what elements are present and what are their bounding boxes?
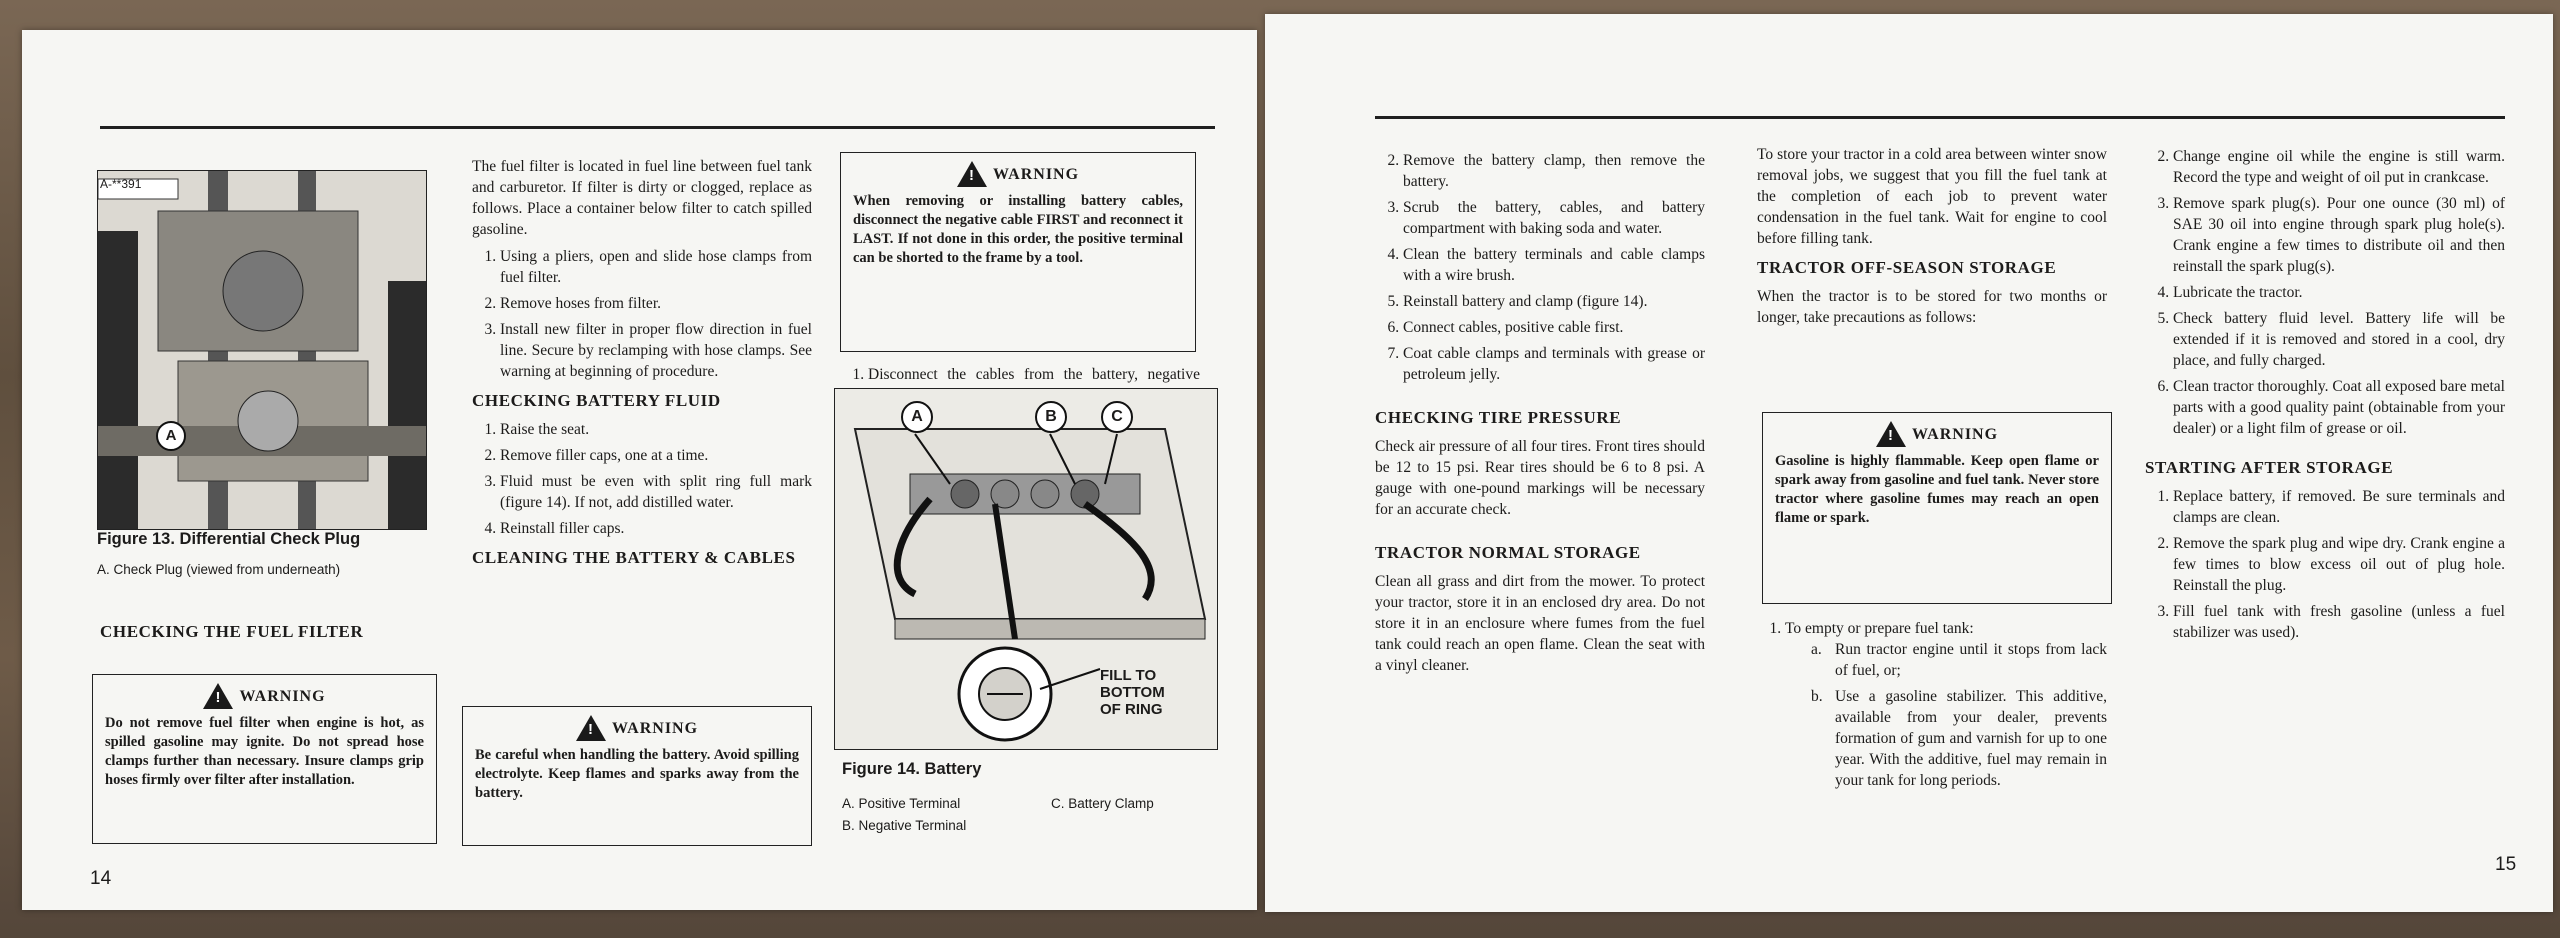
list-item: Install new filter in proper flow direct…	[500, 319, 812, 382]
warning-gasoline: !WARNING Gasoline is highly flammable. K…	[1762, 412, 2112, 604]
tire-heading: CHECKING TIRE PRESSURE	[1375, 408, 1622, 427]
left-page: A-**391 A Figure 13. Differential Check …	[22, 30, 1257, 910]
cleaning-heading: CLEANING THE BATTERY & CABLES	[472, 548, 796, 567]
list-item: Change engine oil while the engine is st…	[2173, 146, 2505, 188]
fuel-filter-heading: CHECKING THE FUEL FILTER	[100, 622, 364, 641]
fuel-filter-intro: The fuel filter is located in fuel line …	[472, 158, 812, 238]
warning-header: !WARNING	[853, 161, 1183, 187]
figure-14-legend-a: A. Positive Terminal	[842, 796, 961, 811]
after-storage-steps: Replace battery, if removed. Be sure ter…	[2145, 486, 2505, 643]
differential-illustration	[98, 171, 426, 529]
figure-14-image: A B C FILL TO BOTTOM OF RING	[834, 388, 1218, 750]
right-column-3: Change engine oil while the engine is st…	[2145, 146, 2505, 649]
warning-triangle-icon: !	[1875, 421, 1906, 447]
page-number-left: 14	[90, 868, 112, 889]
normal-storage-heading: TRACTOR NORMAL STORAGE	[1375, 543, 1641, 562]
warning-header: !WARNING	[105, 683, 424, 709]
list-item: a.Run tractor engine until it stops from…	[1811, 641, 2107, 679]
right-column-1: Remove the battery clamp, then remove th…	[1375, 150, 1705, 682]
list-item: Check battery fluid level. Battery life …	[2173, 308, 2505, 371]
list-item: Remove spark plug(s). Pour one ounce (30…	[2173, 193, 2505, 277]
warning-text: Gasoline is highly flammable. Keep open …	[1775, 453, 2099, 526]
warning-battery-handling: !WARNING Be careful when handling the ba…	[462, 706, 812, 846]
warning-triangle-icon: !	[203, 683, 234, 709]
list-item: Remove the battery clamp, then remove th…	[1403, 150, 1705, 192]
figure-13-caption: Figure 13. Differential Check Plug	[97, 530, 361, 548]
top-rule	[1375, 116, 2505, 119]
list-item: Clean tractor thoroughly. Coat all expos…	[2173, 376, 2505, 439]
right-column-2: To store your tractor in a cold area bet…	[1757, 144, 2107, 334]
warning-triangle-icon: !	[956, 161, 987, 187]
list-item: Reinstall filler caps.	[500, 518, 812, 539]
warning-triangle-icon: !	[575, 715, 606, 741]
fuel-filter-steps: Using a pliers, open and slide hose clam…	[472, 246, 812, 382]
warning-header: !WARNING	[1775, 421, 2099, 447]
figure-13-callout-a: A	[156, 421, 186, 451]
top-rule	[100, 126, 1215, 129]
list-item: Coat cable clamps and terminals with gre…	[1403, 343, 1705, 385]
fill-ring-label: FILL TO BOTTOM OF RING	[1100, 667, 1165, 718]
figure-14-callout-c: C	[1101, 401, 1133, 433]
offseason-steps-continued: Change engine oil while the engine is st…	[2145, 146, 2505, 439]
right-column-2-list: To empty or prepare fuel tank: a.Run tra…	[1757, 618, 2107, 797]
list-item: Scrub the battery, cables, and battery c…	[1403, 197, 1705, 239]
list-item: Remove filler caps, one at a time.	[500, 445, 812, 466]
list-item: Reinstall battery and clamp (figure 14).	[1403, 291, 1705, 312]
battery-fluid-heading: CHECKING BATTERY FLUID	[472, 391, 721, 410]
page-number-right: 15	[2495, 854, 2517, 875]
warning-fuel-filter: !WARNING Do not remove fuel filter when …	[92, 674, 437, 844]
figure-13-image: A-**391 A	[97, 170, 427, 530]
cleaning-steps-continued: Remove the battery clamp, then remove th…	[1375, 150, 1705, 385]
figure-14-callout-b: B	[1035, 401, 1067, 433]
right-page: Remove the battery clamp, then remove th…	[1265, 14, 2553, 912]
offseason-heading: TRACTOR OFF-SEASON STORAGE	[1757, 258, 2057, 277]
list-item: Fluid must be even with split ring full …	[500, 471, 812, 513]
battery-fluid-steps: Raise the seat. Remove filler caps, one …	[472, 419, 812, 539]
figure-14-caption: Figure 14. Battery	[842, 760, 982, 778]
warning-header: !WARNING	[475, 715, 799, 741]
cold-storage-text: To store your tractor in a cold area bet…	[1757, 146, 2107, 247]
list-item: Fill fuel tank with fresh gasoline (unle…	[2173, 601, 2505, 643]
offseason-steps: To empty or prepare fuel tank: a.Run tra…	[1757, 618, 2107, 791]
list-item: Connect cables, positive cable first.	[1403, 317, 1705, 338]
warning-text: Be careful when handling the battery. Av…	[475, 747, 799, 801]
offseason-substeps: a.Run tractor engine until it stops from…	[1785, 639, 2107, 791]
list-item: Remove hoses from filter.	[500, 293, 812, 314]
after-storage-heading: STARTING AFTER STORAGE	[2145, 458, 2394, 477]
list-item: Raise the seat.	[500, 419, 812, 440]
figure-13-tag: A-**391	[100, 177, 142, 191]
list-item: b.Use a gasoline stabilizer. This additi…	[1811, 688, 2107, 789]
figure-13-legend: A. Check Plug (viewed from underneath)	[97, 562, 341, 577]
battery-illustration	[835, 389, 1217, 749]
list-item: Using a pliers, open and slide hose clam…	[500, 246, 812, 288]
list-item: Replace battery, if removed. Be sure ter…	[2173, 486, 2505, 528]
warning-battery-cables: !WARNING When removing or installing bat…	[840, 152, 1196, 352]
list-item: Clean the battery terminals and cable cl…	[1403, 244, 1705, 286]
list-item: Remove the spark plug and wipe dry. Cran…	[2173, 533, 2505, 596]
tire-text: Check air pressure of all four tires. Fr…	[1375, 438, 1705, 518]
figure-14-callout-a: A	[901, 401, 933, 433]
figure-14-legend-b: B. Negative Terminal	[842, 818, 967, 833]
list-item: To empty or prepare fuel tank: a.Run tra…	[1785, 618, 2107, 791]
warning-text: When removing or installing battery cabl…	[853, 193, 1183, 266]
list-item: Lubricate the tractor.	[2173, 282, 2505, 303]
normal-storage-text: Clean all grass and dirt from the mower.…	[1375, 573, 1705, 674]
warning-text: Do not remove fuel filter when engine is…	[105, 715, 424, 788]
figure-14-legend-c: C. Battery Clamp	[1051, 796, 1154, 811]
column-2: The fuel filter is located in fuel line …	[472, 156, 812, 576]
offseason-text: When the tractor is to be stored for two…	[1757, 288, 2107, 326]
